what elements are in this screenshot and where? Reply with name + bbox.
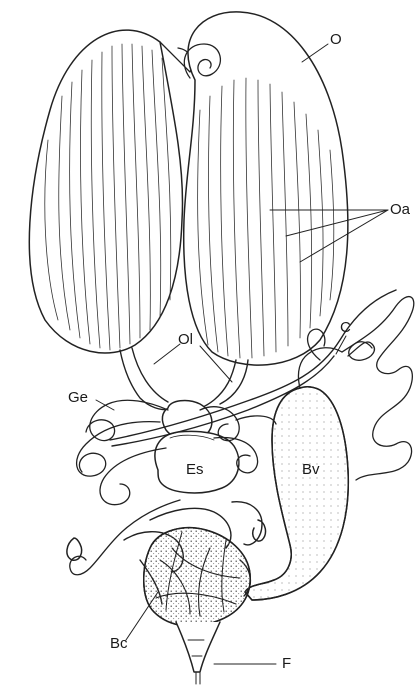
seminal-vesicle: [245, 348, 348, 600]
left-ovary: [29, 30, 192, 353]
label-accessory-gland: Ge: [68, 390, 88, 405]
right-ovary: [184, 12, 348, 365]
label-ovary: O: [330, 32, 342, 47]
bud-structure-right: [253, 520, 266, 541]
bursa-copulatrix: [144, 528, 250, 626]
label-spermatheca: Es: [186, 462, 204, 477]
label-seminal-vesicle: Bv: [302, 462, 320, 477]
label-ovarioles: Oa: [390, 202, 410, 217]
label-ovipositor: F: [282, 656, 291, 671]
label-c: C: [340, 320, 351, 335]
ovipositor: [176, 622, 220, 684]
label-lateral-oviduct: Ol: [178, 332, 193, 347]
label-bursa-copulatrix: Bc: [110, 636, 128, 651]
